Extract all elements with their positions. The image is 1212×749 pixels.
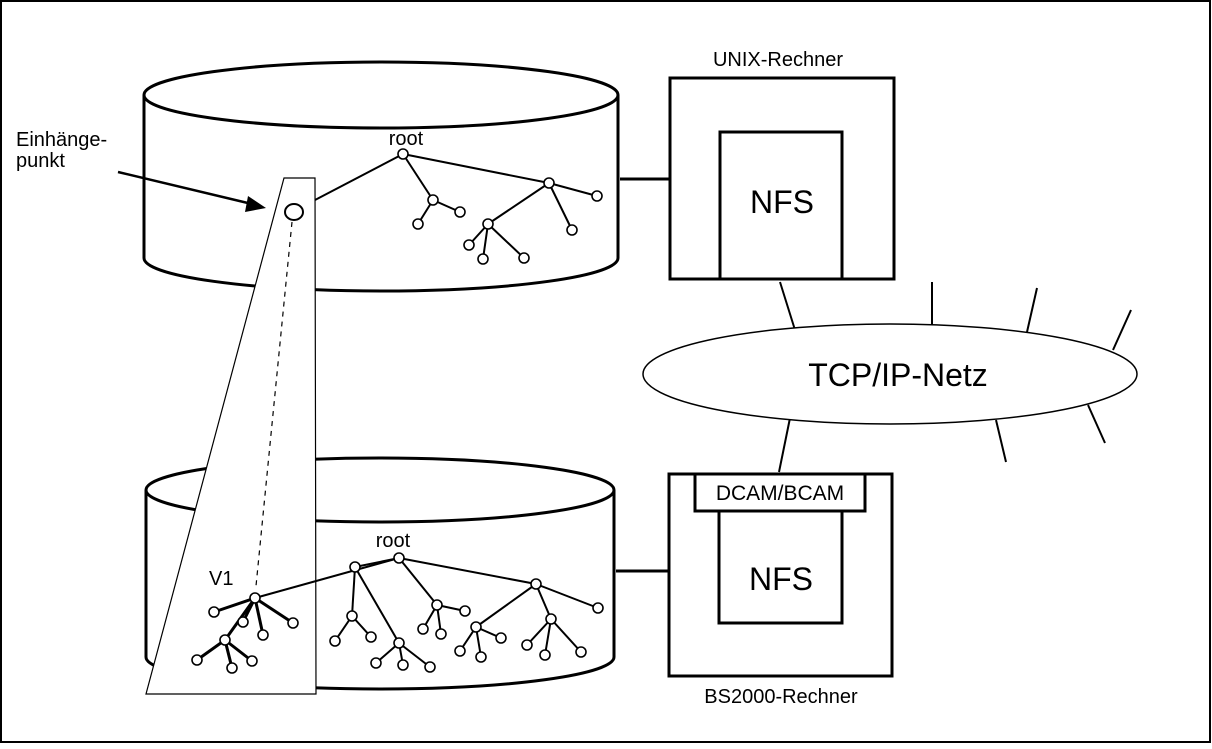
network-label: TCP/IP-Netz <box>808 357 988 393</box>
unix-network-link <box>779 281 796 331</box>
unix-disk <box>142 60 620 293</box>
mount-point-arrow <box>117 170 266 212</box>
dcam-bcam-box <box>693 472 867 513</box>
root-top-label: root <box>389 128 424 150</box>
mount-point-node <box>284 203 304 221</box>
bs2000-host-label: BS2000-Rechner <box>704 686 858 708</box>
mount-projection <box>145 177 317 695</box>
root-bottom-label: root <box>376 530 411 552</box>
unix-host-label: UNIX-Rechner <box>713 49 843 71</box>
nfs-bottom-label: NFS <box>749 561 813 597</box>
v1-label: V1 <box>209 568 233 590</box>
bs2000-network-link <box>778 417 791 473</box>
network-stubs <box>931 282 1132 463</box>
nfs-bottom-box <box>717 509 844 625</box>
tcp-ip-network <box>642 323 1138 425</box>
mount-point-label-line1: Einhänge- <box>16 129 107 151</box>
dcam-bcam-label: DCAM/BCAM <box>716 482 844 505</box>
mount-point-label-line2: punkt <box>16 150 65 172</box>
mount-dashed-link <box>255 221 293 587</box>
v1-subtree <box>191 592 299 674</box>
bs2000-directory-tree <box>254 552 604 673</box>
unix-directory-tree <box>314 148 603 265</box>
nfs-top-label: NFS <box>750 184 814 220</box>
nfs-top-box <box>718 130 844 281</box>
